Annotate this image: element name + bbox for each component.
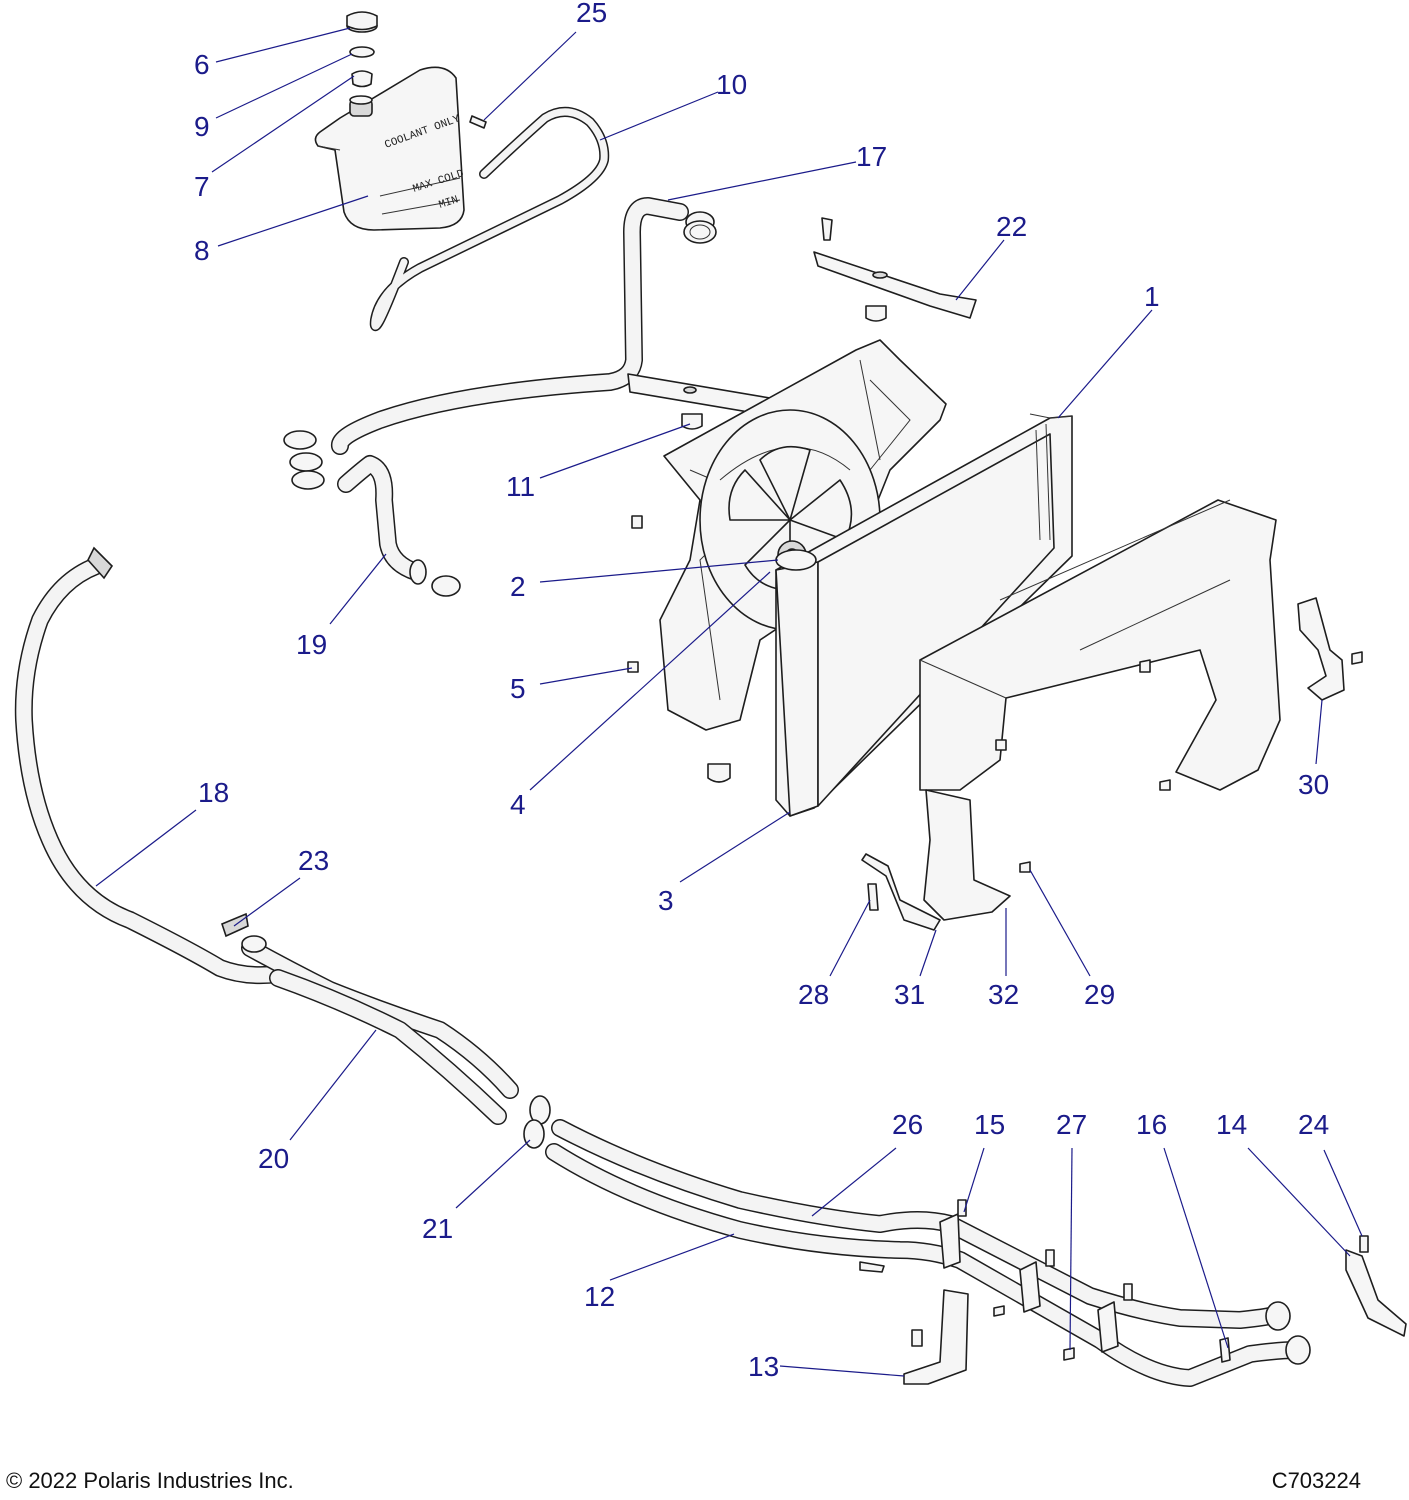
callout-27: 27	[1056, 1109, 1087, 1140]
callout-2: 2	[510, 571, 526, 602]
callout-30: 30	[1298, 769, 1329, 800]
part-32-radiator-shroud	[919, 499, 1281, 921]
callout-23: 23	[298, 845, 329, 876]
callout-19: 19	[296, 629, 327, 660]
callout-17: 17	[856, 141, 887, 172]
callout-20: 20	[258, 1143, 289, 1174]
part-15-tube-clamps	[939, 1199, 1133, 1353]
tank-label-min: MIN	[438, 194, 461, 212]
callout-29: 29	[1084, 979, 1115, 1010]
part-7-neck-insert	[351, 70, 373, 88]
part-5-fan-mount-pin-upper	[631, 515, 643, 529]
grommet-lower	[707, 763, 731, 783]
hose-clamp-upper	[683, 220, 717, 244]
callout-25: 25	[576, 0, 607, 28]
callout-31: 31	[894, 979, 925, 1010]
part-27-fastener	[1063, 1347, 1075, 1361]
callout-26: 26	[892, 1109, 923, 1140]
copyright-notice: © 2022 Polaris Industries Inc.	[6, 1468, 294, 1493]
part-18-long-hose	[14, 546, 287, 985]
part-12-coolant-tube-lower	[545, 1143, 1311, 1387]
part-30-side-bracket	[1297, 597, 1345, 701]
part-21-hose-clamps	[523, 1095, 551, 1149]
callout-8: 8	[194, 235, 210, 266]
callout-14: 14	[1216, 1109, 1247, 1140]
part-5-fan-mount-pin	[627, 661, 639, 673]
part-31-lower-bracket	[861, 853, 941, 931]
part-8-coolant-reservoir: COOLANT ONLY MAX COLD MIN	[314, 66, 466, 231]
part-28-bolt	[867, 883, 879, 911]
callout-11: 11	[506, 471, 535, 502]
callout-9: 9	[194, 111, 210, 142]
callout-16: 16	[1136, 1109, 1167, 1140]
leader-lines	[95, 27, 1363, 1377]
callout-1: 1	[1144, 281, 1160, 312]
part-22-top-bracket	[813, 217, 977, 322]
part-6-reservoir-cap	[346, 11, 378, 33]
callout-28: 28	[798, 979, 829, 1010]
callout-7: 7	[194, 171, 210, 202]
callout-21: 21	[422, 1213, 453, 1244]
callout-3: 3	[658, 885, 674, 916]
callout-32: 32	[988, 979, 1019, 1010]
callout-22: 22	[996, 211, 1027, 242]
part-11-grommet	[681, 413, 703, 430]
part-16-fastener	[1219, 1337, 1231, 1363]
callout-4: 4	[510, 789, 526, 820]
part-19-lower-hose	[283, 430, 461, 597]
part-3-radiator	[775, 413, 1073, 817]
part-17-upper-hose	[331, 197, 785, 455]
part-26-coolant-tube-upper	[551, 1119, 1279, 1329]
callout-15: 15	[974, 1109, 1005, 1140]
callout-10: 10	[716, 69, 747, 100]
part-25-screw	[469, 115, 487, 129]
callout-12: 12	[584, 1281, 615, 1312]
part-13-tube-bracket	[859, 1261, 1005, 1385]
callout-13: 13	[748, 1351, 779, 1382]
callout-5: 5	[510, 673, 526, 704]
part-24-bolt	[1359, 1235, 1369, 1253]
part-9-cap-seal	[349, 46, 375, 58]
callout-6: 6	[194, 49, 210, 80]
part-14-end-bracket	[1345, 1249, 1407, 1337]
callouts: 1 2 3 4 5 6 7 8 9 10 11 12 13 14 15 16 1…	[194, 0, 1329, 1382]
shroud-fasteners	[995, 651, 1363, 873]
part-10-overflow-hose	[369, 107, 610, 332]
callout-24: 24	[1298, 1109, 1329, 1140]
drawing-number: C703224	[1271, 1468, 1361, 1493]
callout-18: 18	[198, 777, 229, 808]
part-20-twin-hose	[241, 935, 519, 1125]
